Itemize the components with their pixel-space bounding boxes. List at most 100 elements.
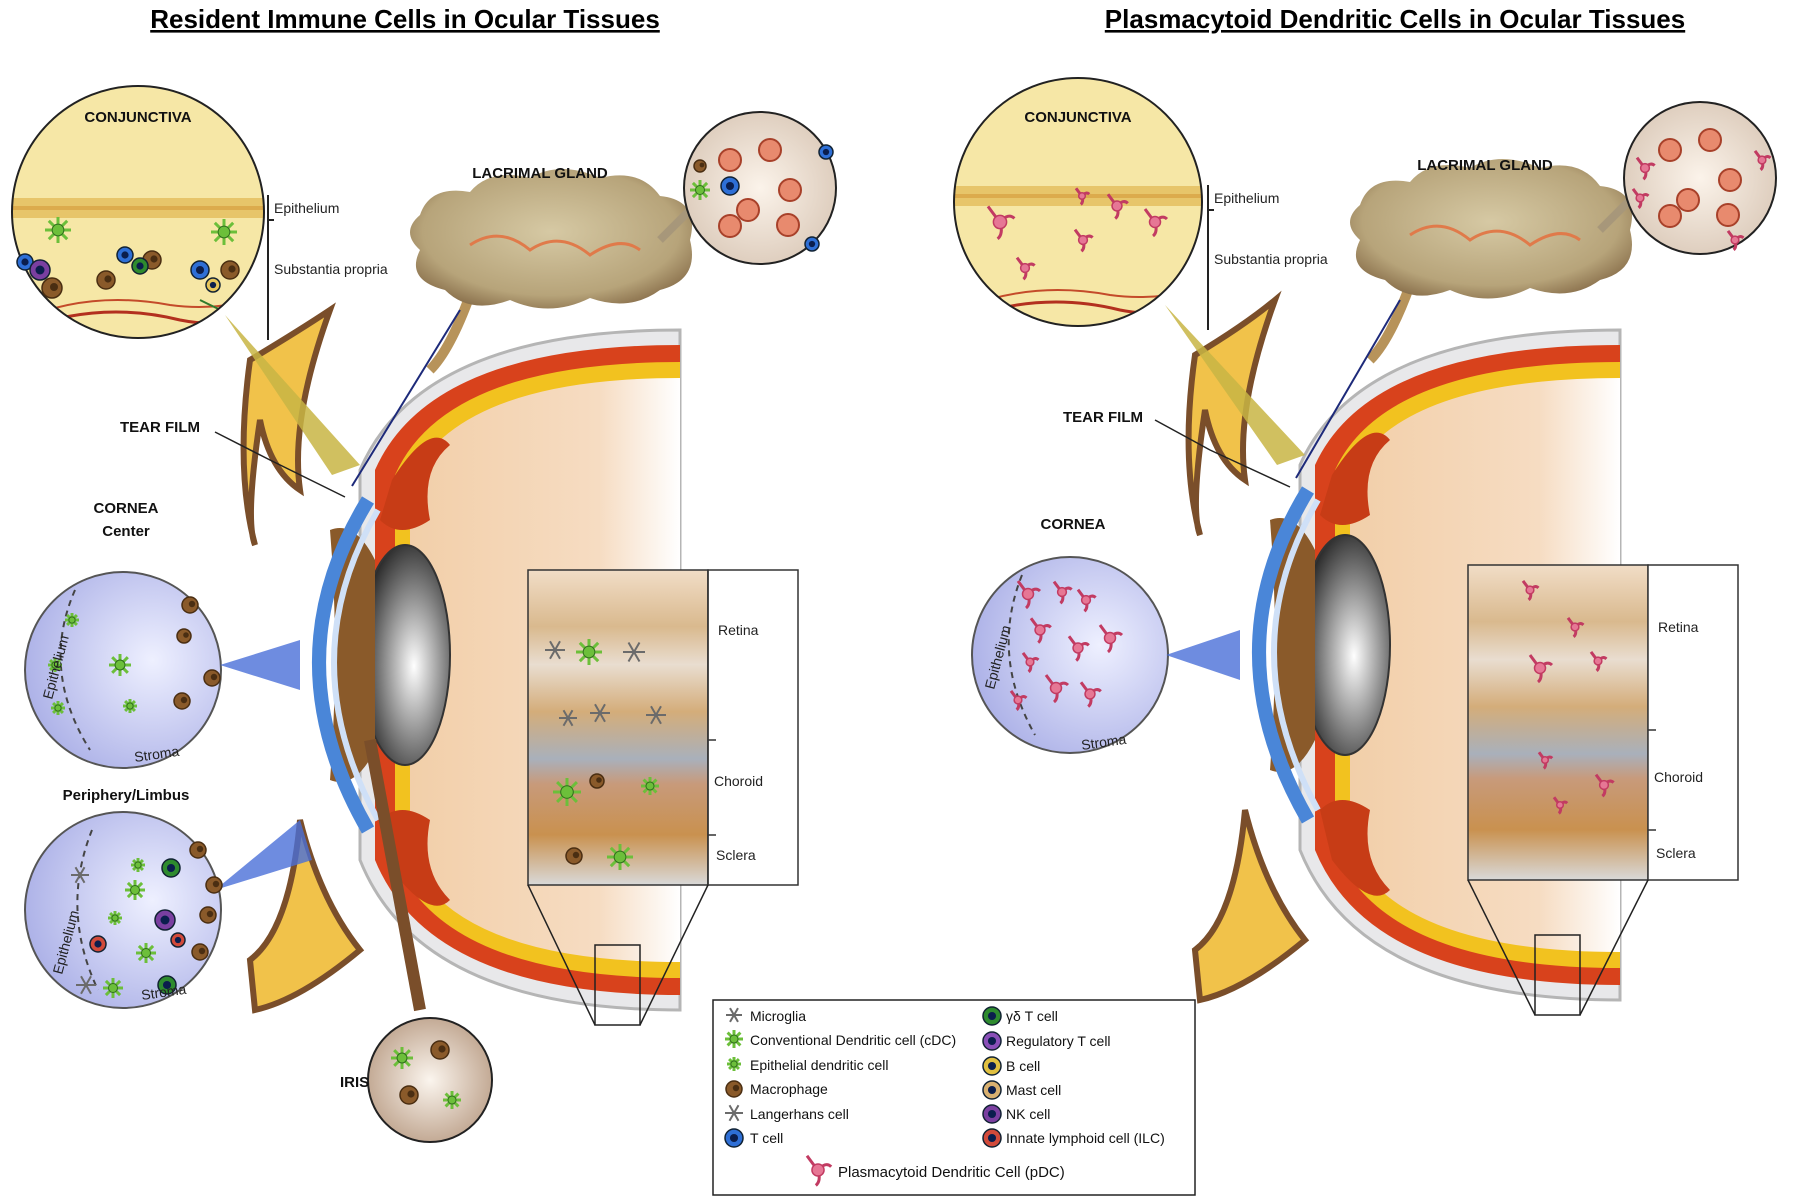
epithelial-dendritic-icon	[48, 658, 62, 672]
left-iris-label: IRIS	[340, 1074, 369, 1091]
left-epithelium-label: Epithelium	[274, 200, 339, 216]
pdc-icon	[1528, 654, 1554, 684]
legend-col2-3: Mast cell	[1006, 1082, 1061, 1098]
left-lacrimal-gland	[410, 169, 692, 309]
pdc-icon	[1052, 580, 1073, 605]
macrophage-icon	[189, 841, 207, 859]
right-tear-film-leader	[1154, 419, 1291, 488]
left-eye-ciliary-top	[380, 437, 450, 530]
macrophage-icon	[693, 159, 707, 173]
left-substantia-label: Substantia propria	[274, 261, 388, 277]
legend-epithelial-dendritic-icon	[727, 1057, 741, 1071]
pdc-icon	[1594, 773, 1615, 798]
cdc-icon	[103, 978, 123, 998]
legend-nk-cell-icon	[982, 1104, 1002, 1124]
t-cell-icon	[720, 176, 740, 196]
legend-col2-0: γδ T cell	[1006, 1008, 1058, 1024]
b-cell-icon	[205, 277, 221, 293]
microglia-icon	[646, 705, 666, 725]
legend-col2-1: Regulatory T cell	[1006, 1033, 1111, 1049]
macrophage-icon	[205, 876, 223, 894]
t-cell-icon	[16, 253, 34, 271]
ilc-icon	[89, 935, 107, 953]
left-iris-stalk	[364, 738, 426, 1012]
pdc-icon	[1753, 150, 1772, 171]
cdc-icon	[125, 880, 145, 900]
pdc-icon	[1726, 230, 1745, 251]
pdc-icon	[1029, 617, 1052, 644]
macrophage-icon	[399, 1085, 419, 1105]
left-cornea-label: CORNEA	[93, 500, 158, 517]
right-lacrimal-gland	[1350, 159, 1632, 299]
right-sclera-label: Sclera	[1656, 845, 1696, 861]
t-cell-icon	[818, 144, 834, 160]
left-sclera-label: Sclera	[716, 847, 756, 863]
legend-b-cell-icon	[982, 1056, 1002, 1076]
left-lower-lid	[246, 819, 365, 1014]
left-retina-label: Retina	[718, 622, 759, 638]
right-choroid-label: Choroid	[1654, 769, 1703, 785]
pdc-icon	[1021, 652, 1040, 673]
legend-pdc: Plasmacytoid Dendritic Cell (pDC)	[838, 1164, 1065, 1181]
legend-col1-4: Langerhans cell	[750, 1106, 849, 1122]
left-retina-inset	[527, 569, 799, 1026]
cdc-icon	[443, 1091, 461, 1109]
pdc-icon	[1044, 674, 1070, 704]
pdc-icon	[1067, 635, 1090, 662]
pdc-icon	[1106, 193, 1129, 220]
right-cornea-pointer	[1166, 630, 1240, 680]
left-stroma-center-label: Stroma	[133, 743, 180, 765]
legend-cdc-icon	[725, 1030, 743, 1048]
langerhans-icon	[71, 866, 89, 884]
macrophage-icon	[173, 692, 191, 710]
legend-col1-3: Macrophage	[750, 1081, 828, 1097]
legend-col2-5: Innate lymphoid cell (ILC)	[1006, 1130, 1165, 1146]
macrophage-icon	[589, 773, 605, 789]
macrophage-icon	[181, 596, 199, 614]
right-duct-arrow	[1295, 299, 1401, 479]
legend-langerhans-icon	[725, 1104, 743, 1122]
cdc-icon	[690, 180, 710, 200]
legend-macrophage-icon	[725, 1080, 743, 1098]
cdc-icon	[131, 858, 145, 872]
right-eye-ciliary-top	[1320, 432, 1390, 525]
left-stroma-periphery-label: Stroma	[140, 981, 187, 1003]
right-lacrimal-label: LACRIMAL GLAND	[1417, 157, 1553, 174]
pdc-icon	[1079, 681, 1102, 708]
left-eye-cornea-arc	[312, 496, 375, 834]
legend-t-cell-icon	[724, 1128, 744, 1148]
right-retina-inset	[1467, 564, 1739, 1016]
cdc-icon	[108, 911, 122, 925]
cdc-icon	[109, 654, 131, 676]
pdc-icon	[1143, 208, 1169, 238]
pdc-icon	[1076, 588, 1097, 613]
left-eye-cornea-inner	[331, 508, 381, 822]
left-cornea-periphery-pointer	[215, 820, 312, 890]
right-stroma-cornea-label: Stroma	[1080, 731, 1127, 753]
legend-col1-2: Epithelial dendritic cell	[750, 1057, 889, 1073]
gd-t-cell-icon	[161, 858, 181, 878]
macrophage-icon	[96, 270, 116, 290]
legend-ilc-icon	[982, 1128, 1002, 1148]
legend-gd-t-cell-icon	[982, 1006, 1002, 1026]
microglia-icon	[590, 703, 610, 723]
left-cornea-center-pointer	[220, 640, 300, 690]
pdc-icon	[1635, 156, 1656, 181]
pdc-icon	[1073, 228, 1094, 253]
cdc-icon	[45, 217, 71, 243]
right-epithelium-label: Epithelium	[1214, 190, 1279, 206]
ilc-icon	[170, 932, 186, 948]
nk-cell-icon	[29, 259, 51, 281]
macrophage-icon	[220, 260, 240, 280]
gd-t-cell-icon	[131, 257, 149, 275]
langerhans-icon	[76, 975, 96, 995]
right-gland-vessels	[1409, 224, 1581, 247]
legend: Microglia Conventional Dendritic cell (c…	[712, 999, 1196, 1196]
left-conjunctiva-label: CONJUNCTIVA	[84, 109, 191, 126]
right-lacrimal-inset	[1623, 101, 1777, 255]
pdc-icon	[1589, 651, 1608, 672]
nk-cell-icon	[154, 909, 176, 931]
cdc-icon	[641, 777, 659, 795]
